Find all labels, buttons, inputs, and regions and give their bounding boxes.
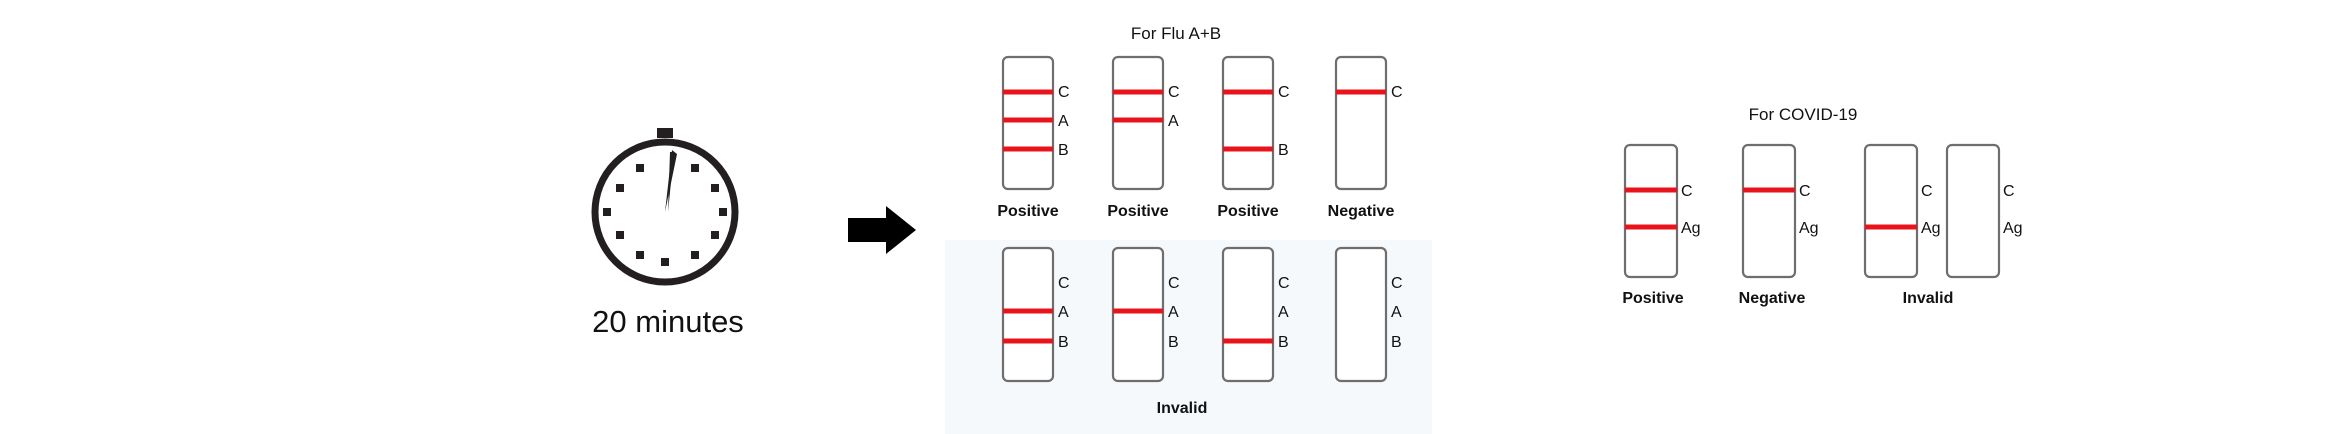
line-marker-ag: Ag — [1921, 220, 1941, 237]
line-marker-c: C — [1921, 183, 1933, 200]
covid-strips: C Ag C Ag C Ag C Ag — [1623, 143, 2023, 279]
flu-title: For Flu A+B — [1131, 24, 1221, 43]
test-strip-cassette — [1001, 246, 1055, 383]
line-marker-b: B — [1278, 142, 1289, 159]
result-line-ag — [1865, 224, 1917, 230]
line-marker-c: C — [1278, 84, 1290, 101]
result-line-c — [1113, 89, 1163, 95]
flu-panel: For Flu A+B CABPositiveCAPositiveCBPosit… — [945, 24, 1432, 434]
line-marker-c: C — [1278, 275, 1290, 292]
covid-label-positive: Positive — [1622, 290, 1683, 307]
timer-label: 20 minutes — [592, 304, 744, 339]
line-marker-ag: Ag — [1799, 220, 1819, 237]
flu-result-label: Positive — [1107, 203, 1168, 220]
line-marker-c: C — [1168, 275, 1180, 292]
result-line-c — [1625, 187, 1677, 193]
flu-strip: C B Positive — [1217, 55, 1290, 220]
test-strip-cassette — [1334, 246, 1388, 383]
covid-label-negative: Negative — [1739, 290, 1806, 307]
covid-strip: C Ag — [1945, 143, 2023, 279]
test-strip-cassette — [1334, 55, 1388, 191]
flu-invalid-caption: Invalid — [1157, 400, 1208, 417]
flu-result-label: Positive — [1217, 203, 1278, 220]
test-strip-cassette — [1111, 55, 1165, 191]
line-marker-c: C — [1391, 275, 1403, 292]
line-marker-c: C — [1168, 84, 1180, 101]
result-line-c — [1743, 187, 1795, 193]
test-strip-cassette — [1945, 143, 2001, 279]
test-strip-cassette — [1623, 143, 1679, 279]
result-line-c — [1336, 89, 1386, 95]
line-marker-c: C — [1058, 84, 1070, 101]
result-line-c — [1223, 89, 1273, 95]
flu-strip: CAB — [1111, 246, 1180, 383]
line-marker-b: B — [1058, 334, 1069, 351]
flu-strip: CAB — [1334, 246, 1403, 383]
covid-strip: C Ag — [1623, 143, 1701, 279]
result-line-c — [1003, 89, 1053, 95]
line-marker-c: C — [1058, 275, 1070, 292]
line-marker-a: A — [1058, 113, 1069, 130]
result-line-a — [1113, 117, 1163, 123]
line-marker-a: A — [1278, 304, 1289, 321]
line-marker-a: A — [1391, 304, 1402, 321]
test-strip-cassette — [1001, 55, 1055, 191]
result-line-a — [1113, 308, 1163, 314]
line-marker-b: B — [1058, 142, 1069, 159]
flu-strip: CAB Positive — [997, 55, 1070, 220]
flu-result-label: Negative — [1328, 203, 1395, 220]
stopwatch-icon — [591, 128, 739, 286]
line-marker-a: A — [1058, 304, 1069, 321]
result-line-a — [1003, 308, 1053, 314]
result-line-b — [1223, 146, 1273, 152]
line-marker-a: A — [1168, 113, 1179, 130]
line-marker-b: B — [1168, 334, 1179, 351]
line-marker-c: C — [1681, 183, 1693, 200]
covid-title: For COVID-19 — [1749, 105, 1858, 124]
line-marker-b: B — [1278, 334, 1289, 351]
test-strip-cassette — [1221, 55, 1275, 191]
covid-panel: For COVID-19 C Ag C Ag C Ag C Ag Positive Negat… — [1622, 105, 2022, 307]
flu-result-label: Positive — [997, 203, 1058, 220]
flu-strip: C Negative — [1328, 55, 1403, 220]
test-strip-cassette — [1741, 143, 1797, 279]
covid-strip: C Ag — [1741, 143, 1819, 279]
line-marker-ag: Ag — [1681, 220, 1701, 237]
result-line-b — [1003, 146, 1053, 152]
result-line-b — [1223, 338, 1273, 344]
flu-strip: CA Positive — [1107, 55, 1180, 220]
result-line-b — [1003, 338, 1053, 344]
test-strip-cassette — [1863, 143, 1919, 279]
line-marker-ag: Ag — [2003, 220, 2023, 237]
line-marker-a: A — [1168, 304, 1179, 321]
flu-strip: CAB — [1001, 246, 1070, 383]
line-marker-c: C — [2003, 183, 2015, 200]
timer-group: 20 minutes — [591, 128, 744, 339]
arrow-right-icon — [848, 206, 916, 254]
line-marker-c: C — [1799, 183, 1811, 200]
flu-strip: CAB — [1221, 246, 1290, 383]
line-marker-c: C — [1391, 84, 1403, 101]
covid-strip: C Ag — [1863, 143, 1941, 279]
test-strip-cassette — [1111, 246, 1165, 383]
test-strip-cassette — [1221, 246, 1275, 383]
result-line-a — [1003, 117, 1053, 123]
line-marker-b: B — [1391, 334, 1402, 351]
covid-label-invalid: Invalid — [1903, 290, 1954, 307]
result-line-ag — [1625, 224, 1677, 230]
